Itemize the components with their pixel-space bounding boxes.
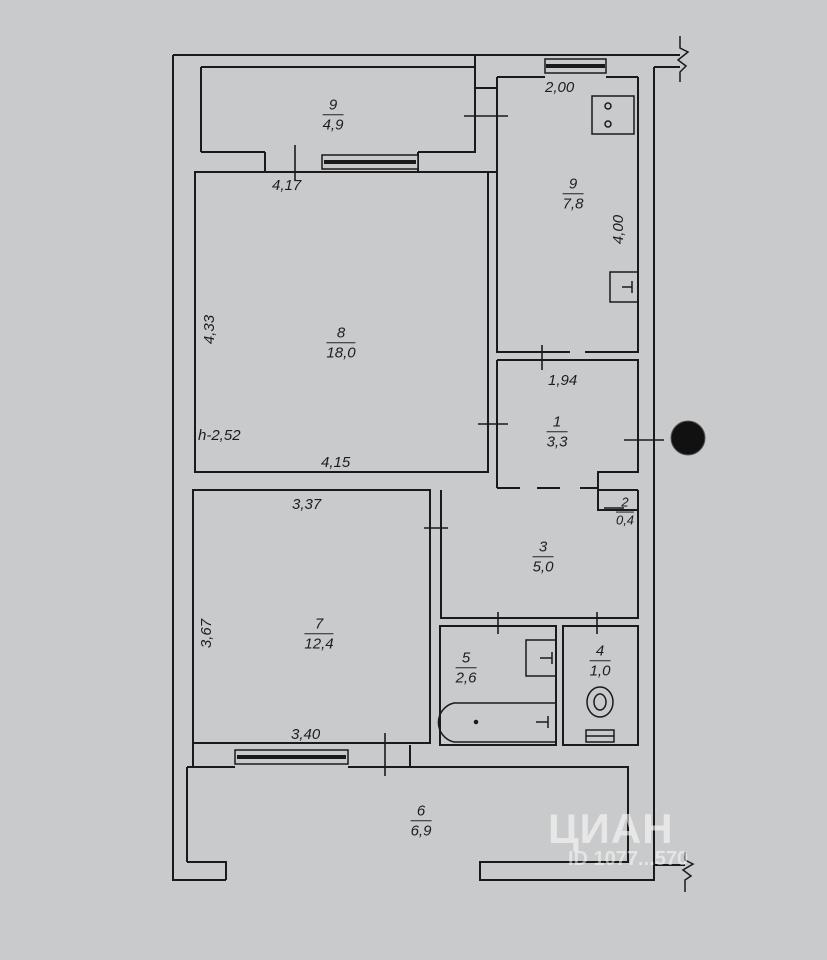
room-number: 9 bbox=[322, 96, 344, 116]
room-label-5: 5 2,6 bbox=[455, 649, 477, 687]
room1-walls bbox=[497, 359, 639, 491]
dim-room7-top: 3,37 bbox=[292, 496, 322, 513]
room-number: 1 bbox=[546, 413, 568, 433]
room-area: 5,0 bbox=[532, 558, 554, 576]
room-label-9-balcony: 9 4,9 bbox=[322, 96, 344, 134]
entrance-marker-icon bbox=[670, 420, 706, 456]
break-mark-icon bbox=[676, 36, 695, 892]
room-number: 6 bbox=[410, 802, 432, 822]
room-label-8: 8 18,0 bbox=[326, 324, 356, 362]
room3-walls bbox=[440, 490, 639, 619]
room-label-1: 1 3,3 bbox=[546, 413, 568, 451]
outer-wall-right bbox=[637, 67, 685, 866]
room7-walls bbox=[192, 489, 431, 744]
room-area: 1,0 bbox=[589, 662, 611, 680]
dim-kitchen-length: 4,00 bbox=[610, 214, 628, 245]
room-label-2: 2 0,4 bbox=[615, 495, 635, 529]
toilet-icon bbox=[585, 686, 615, 743]
balcony9-bottom bbox=[201, 77, 476, 153]
room-area: 3,3 bbox=[546, 433, 568, 451]
room-number: 8 bbox=[326, 324, 356, 344]
room-area: 4,9 bbox=[322, 116, 344, 134]
room2-walls bbox=[597, 490, 638, 511]
room-area: 0,4 bbox=[615, 512, 635, 528]
balcony6-bottom bbox=[187, 861, 227, 880]
room-label-3: 3 5,0 bbox=[532, 538, 554, 576]
dim-room8-bottom: 4,15 bbox=[321, 454, 351, 471]
room-label-6: 6 6,9 bbox=[410, 802, 432, 840]
dim-room8-side: 4,33 bbox=[201, 314, 219, 345]
room-area: 2,6 bbox=[455, 669, 477, 687]
bathtub-icon bbox=[437, 702, 557, 743]
sink-icon bbox=[609, 271, 639, 303]
room-label-7: 7 12,4 bbox=[304, 615, 334, 653]
watermark-brand: ЦИАН bbox=[548, 805, 674, 852]
room-number: 7 bbox=[304, 615, 334, 635]
watermark-id: ID 1077...570 bbox=[568, 848, 689, 870]
dim-kitchen-width: 2,00 bbox=[545, 79, 575, 96]
room5-walls bbox=[439, 625, 557, 746]
room-area: 7,8 bbox=[562, 195, 584, 213]
room4-walls bbox=[562, 625, 639, 746]
room-label-9-kitchen: 9 7,8 bbox=[562, 175, 584, 213]
stove-icon bbox=[591, 95, 635, 135]
dim-hall-width: 1,94 bbox=[548, 372, 578, 389]
room-number: 3 bbox=[532, 538, 554, 558]
dim-room7-side: 3,67 bbox=[198, 618, 216, 649]
room-area: 18,0 bbox=[326, 344, 356, 362]
ceiling-height: h-2,52 bbox=[198, 427, 241, 444]
room-label-4: 4 1,0 bbox=[589, 642, 611, 680]
room-area: 12,4 bbox=[304, 635, 334, 653]
room-number: 4 bbox=[589, 642, 611, 662]
outer-wall-left bbox=[172, 55, 226, 881]
washbasin-icon bbox=[525, 639, 557, 677]
dim-room8-top: 4,17 bbox=[272, 177, 302, 194]
balcony6-walls bbox=[187, 745, 655, 881]
kitchen-walls bbox=[496, 77, 639, 353]
room-area: 6,9 bbox=[410, 822, 432, 840]
room8-walls bbox=[194, 171, 489, 473]
room-number: 9 bbox=[562, 175, 584, 195]
dim-room7-bottom: 3,40 bbox=[291, 726, 321, 743]
room-number: 5 bbox=[455, 649, 477, 669]
room-number: 2 bbox=[615, 495, 635, 513]
